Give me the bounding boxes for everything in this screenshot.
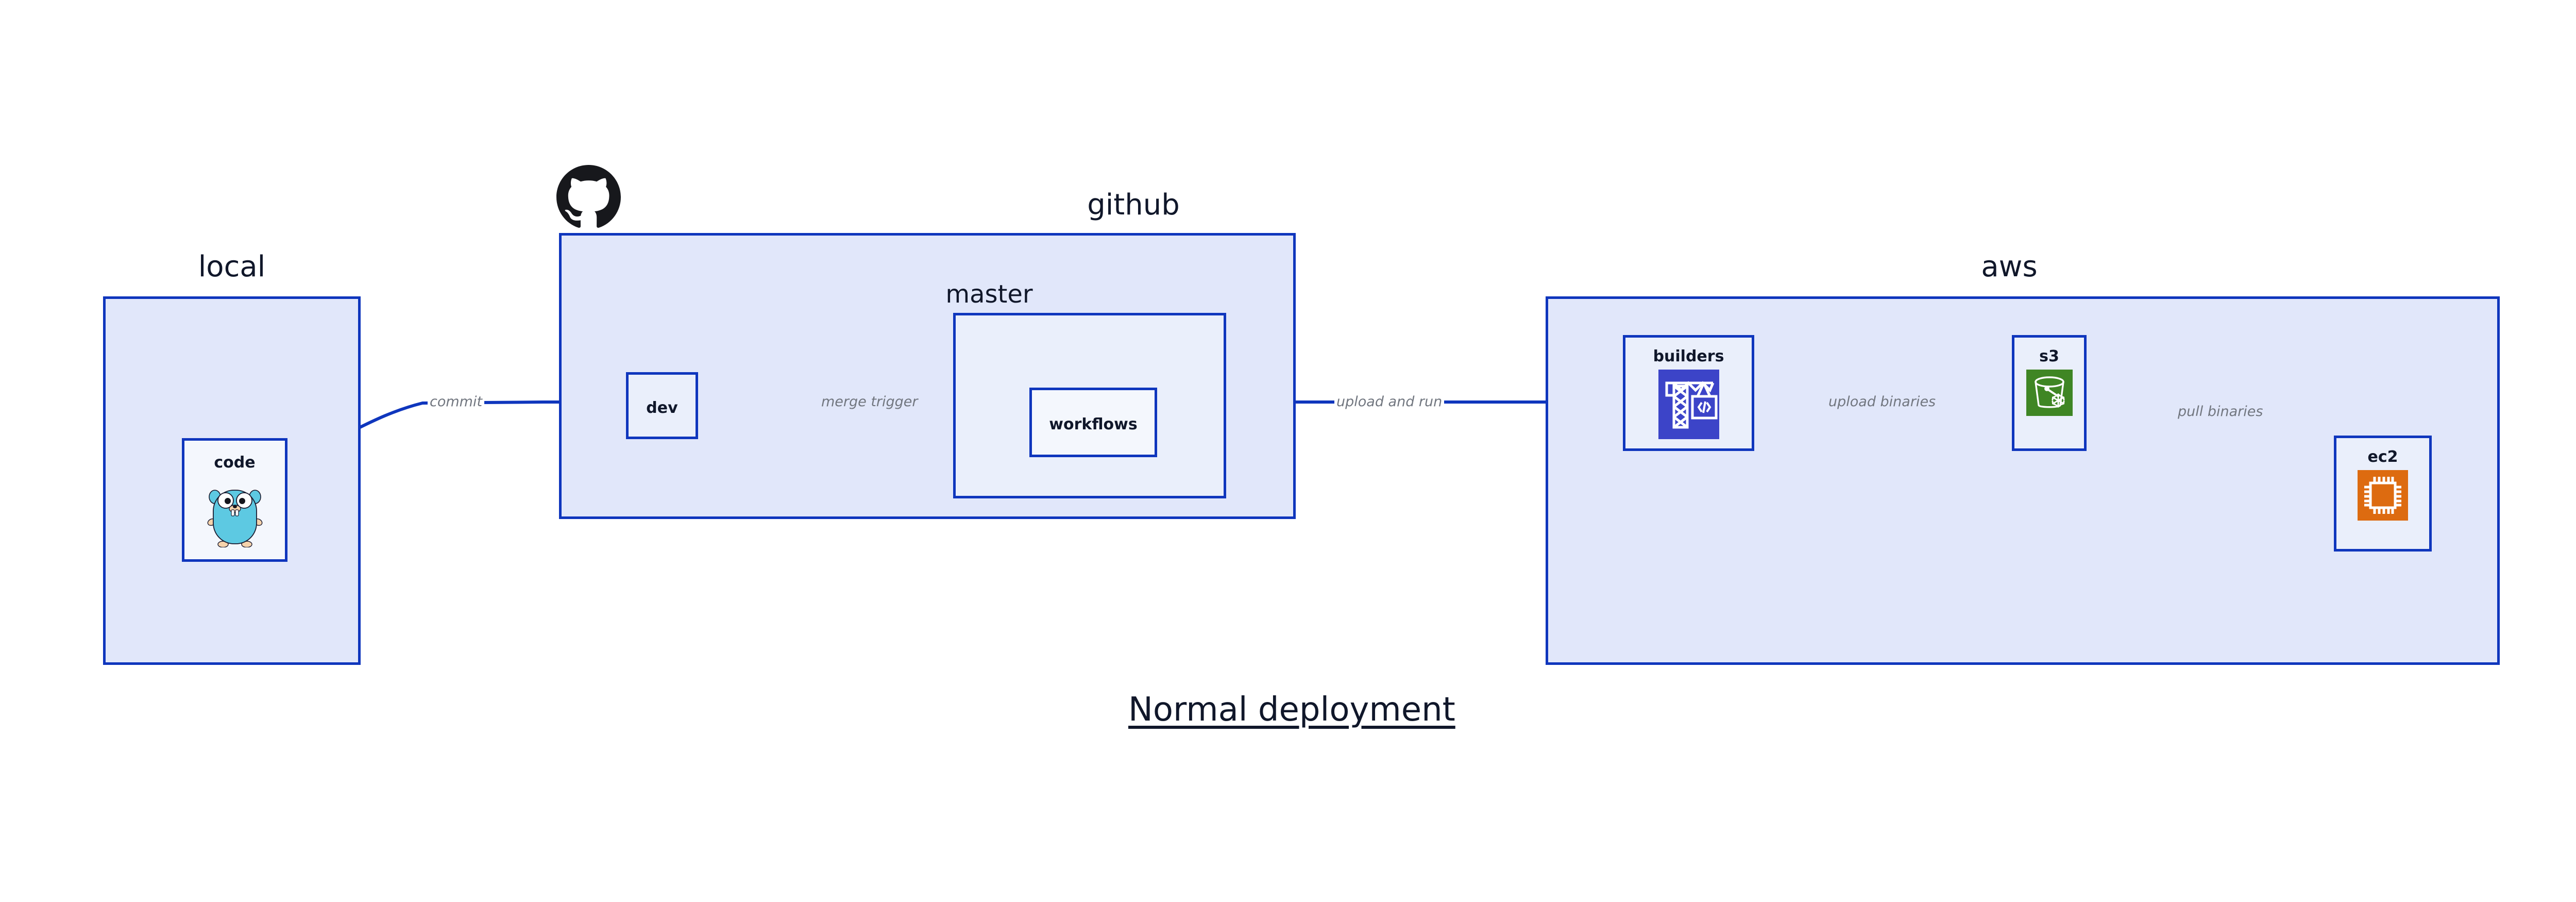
node-label-dev: dev bbox=[646, 399, 678, 417]
node-builders[interactable]: builders bbox=[1623, 335, 1754, 451]
node-label-ec2: ec2 bbox=[2367, 448, 2398, 466]
group-label-github: github bbox=[1087, 188, 1180, 222]
group-aws: builders bbox=[1546, 296, 2500, 665]
group-local: code bbox=[103, 296, 361, 665]
aws-builders-icon bbox=[1658, 370, 1719, 439]
node-label-builders: builders bbox=[1653, 347, 1724, 365]
node-label-code: code bbox=[214, 454, 256, 472]
node-s3[interactable]: s3 bbox=[2012, 335, 2087, 451]
group-master: workflows bbox=[953, 313, 1226, 498]
edge-label-pull-binaries: pull binaries bbox=[2178, 404, 2263, 420]
edge-label-commit: commit bbox=[428, 395, 485, 409]
ec2-chip-icon bbox=[2358, 470, 2408, 521]
edge-label-merge-trigger: merge trigger bbox=[821, 394, 918, 410]
node-ec2[interactable]: ec2 bbox=[2334, 436, 2432, 552]
github-logo bbox=[556, 165, 621, 229]
group-label-master: master bbox=[945, 280, 1033, 309]
edge-label-upload-and-run: upload and run bbox=[1334, 395, 1445, 409]
node-label-s3: s3 bbox=[2039, 347, 2059, 365]
edge-label-upload-binaries: upload binaries bbox=[1828, 394, 1936, 410]
node-workflows[interactable]: workflows bbox=[1029, 388, 1157, 457]
group-label-aws: aws bbox=[1981, 250, 2038, 283]
node-label-workflows: workflows bbox=[1049, 415, 1138, 433]
node-code[interactable]: code bbox=[182, 438, 287, 562]
node-dev[interactable]: dev bbox=[626, 372, 698, 439]
group-github: dev master workflows bbox=[559, 233, 1296, 519]
go-gopher-icon bbox=[206, 483, 264, 548]
s3-glacier-icon bbox=[2026, 370, 2073, 416]
group-label-local: local bbox=[198, 250, 266, 283]
diagram-title: Normal deployment bbox=[1128, 691, 1455, 729]
